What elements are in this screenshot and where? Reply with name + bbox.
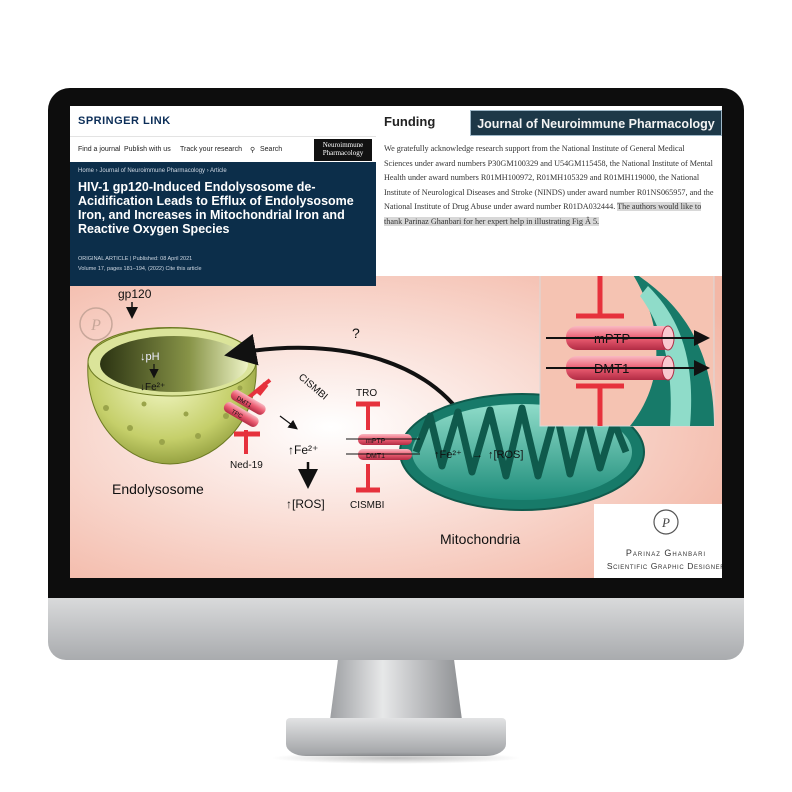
screen: Funding Journal of Neuroimmune Pharmacol…	[70, 106, 722, 578]
nav-search[interactable]: Search	[260, 146, 283, 153]
gp120-label: gp120	[118, 287, 152, 301]
ned19-label: Ned-19	[230, 460, 263, 471]
search-icon[interactable]: ⚲	[250, 147, 256, 154]
monitor-stand-neck	[330, 660, 462, 720]
designer-name: Parinaz Ghanbari	[626, 548, 706, 558]
journal-badge: Neuroimmune Pharmacology	[314, 139, 372, 161]
breadcrumb[interactable]: Home › Journal of Neuroimmune Pharmacolo…	[78, 168, 227, 174]
endolysosome-label: Endolysosome	[112, 481, 204, 497]
endo-efflux-arrow	[279, 415, 298, 430]
figure-illustration: P gp120 ↓pH ↓Fe²⁺	[70, 276, 722, 578]
funding-body: We gratefully acknowledge research suppo…	[384, 144, 714, 211]
mitochondria-label: Mitochondria	[440, 531, 520, 547]
article-meta-type: ORIGINAL ARTICLE | Published: 08 April 2…	[78, 256, 193, 262]
inset-mptp-label: mPTP	[594, 331, 630, 346]
article-title: HIV-1 gp120-Induced Endolysosome de-Acid…	[78, 180, 354, 236]
springer-header: SPRINGER LINK	[70, 106, 376, 137]
question-mark: ?	[352, 325, 360, 341]
funding-panel: Funding Journal of Neuroimmune Pharmacol…	[376, 106, 722, 236]
nav-publish[interactable]: Publish with us	[124, 146, 171, 153]
springer-logo[interactable]: SPRINGER LINK	[78, 115, 171, 127]
fe-endo-label: ↓Fe²⁺	[140, 382, 165, 393]
efflux-curved-arrow	[224, 333, 472, 429]
dmt1-mito-label: DMT1	[366, 453, 385, 460]
tpc-label: TPC	[230, 409, 244, 421]
inset-dmt1-label: DMT1	[594, 361, 629, 376]
designer-logo-top: P	[79, 307, 113, 341]
endolysosome-shape	[87, 327, 257, 465]
funding-heading: Funding	[384, 114, 436, 129]
tro-label: TRO	[356, 388, 377, 399]
article-panel: SPRINGER LINK Find a journal Publish wit…	[70, 106, 376, 286]
monitor-chin	[48, 598, 744, 660]
nav-track[interactable]: Track your research	[180, 146, 242, 153]
mito-arrow-label: →	[472, 449, 483, 461]
journal-badge-line2: Pharmacology	[322, 149, 364, 157]
cismbi-bottom-label: CISMBI	[350, 500, 384, 511]
nav-bar: Find a journal Publish with us Track you…	[70, 137, 376, 163]
article-meta-volume: Volume 17, pages 181–194, (2022) Cite th…	[78, 266, 202, 272]
fe-mito-label: ↑Fe²⁺	[434, 449, 462, 461]
svg-text:P: P	[661, 515, 670, 530]
mptp-small-label: mPTP	[366, 438, 386, 445]
designer-logo: P	[653, 509, 679, 535]
ros-mito-label: ↑[ROS]	[488, 449, 523, 461]
monitor-stand-foot	[286, 718, 506, 756]
funding-text: We gratefully acknowledge research suppo…	[384, 142, 714, 229]
nav-find-journal[interactable]: Find a journal	[78, 146, 121, 153]
svg-text:P: P	[90, 317, 101, 334]
ros-mid-label: ↑[ROS]	[286, 497, 325, 511]
fe-mid-label: ↑Fe²⁺	[288, 443, 318, 457]
monitor: Funding Journal of Neuroimmune Pharmacol…	[48, 88, 744, 660]
channel-inset: mPTP DMT1	[539, 276, 715, 427]
monitor-shadow	[270, 752, 522, 764]
article-header: Home › Journal of Neuroimmune Pharmacolo…	[70, 162, 376, 286]
designer-title: Scientific Graphic Designer	[607, 561, 722, 571]
ph-label: ↓pH	[140, 351, 160, 363]
mito-channels: mPTP DMT1	[346, 434, 420, 460]
endo-channels: DMT1 TPC	[223, 389, 266, 427]
credit-box	[594, 504, 722, 578]
journal-badge-line1: Neuroimmune	[322, 141, 364, 149]
journal-banner: Journal of Neuroimmune Pharmacology	[470, 110, 722, 136]
